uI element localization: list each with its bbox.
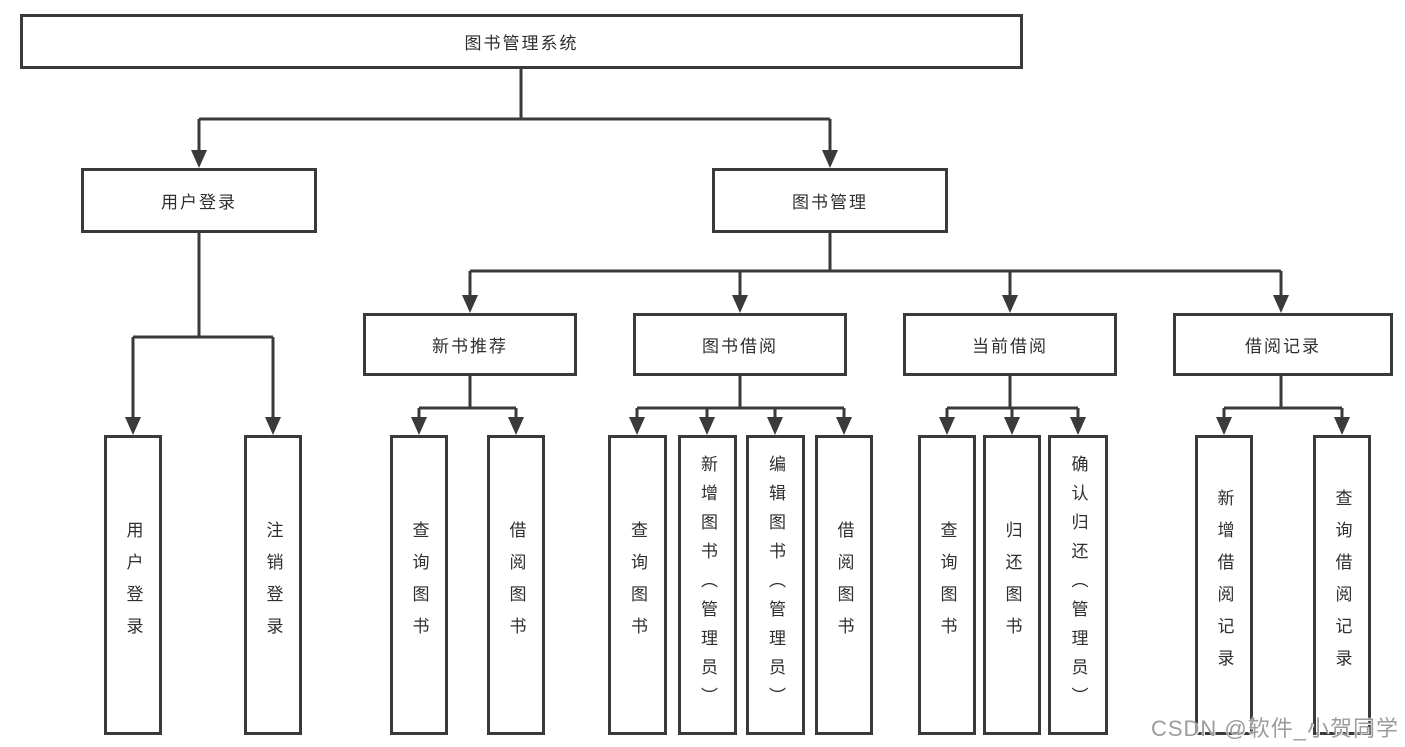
leaf-confirm-return-admin: 确认归还（管理员） — [1048, 435, 1108, 735]
leaf-add-books-admin: 新增图书（管理员） — [678, 435, 737, 735]
node-label: 图书管理系统 — [464, 34, 579, 53]
node-user-login: 用户登录 — [81, 168, 317, 233]
node-label: 当前借阅 — [972, 337, 1048, 356]
leaf-newbook-query-books: 查询图书 — [390, 435, 448, 735]
leaf-current-query-books: 查询图书 — [918, 435, 976, 735]
node-label: 图书管理 — [792, 193, 868, 212]
leaf-query-borrow-record: 查询借阅记录 — [1313, 435, 1371, 735]
leaf-label: 借阅图书 — [834, 521, 854, 649]
leaf-logout: 注销登录 — [244, 435, 302, 735]
node-book-borrowing: 图书借阅 — [633, 313, 847, 376]
leaf-return-books: 归还图书 — [983, 435, 1041, 735]
leaf-label: 用户登录 — [123, 521, 143, 649]
node-label: 新书推荐 — [432, 337, 508, 356]
node-book-management: 图书管理 — [712, 168, 948, 233]
node-library-management-system: 图书管理系统 — [20, 14, 1023, 69]
leaf-borrowing-borrow-books: 借阅图书 — [815, 435, 873, 735]
leaf-label: 查询图书 — [628, 521, 647, 649]
leaf-add-borrow-record: 新增借阅记录 — [1195, 435, 1253, 735]
leaf-label: 查询借阅记录 — [1332, 489, 1352, 681]
leaf-label: 确认归还（管理员） — [1068, 454, 1088, 716]
node-label: 图书借阅 — [702, 337, 778, 356]
leaf-borrowing-query-books: 查询图书 — [608, 435, 667, 735]
node-new-book-recommendation: 新书推荐 — [363, 313, 577, 376]
node-borrowing-records: 借阅记录 — [1173, 313, 1393, 376]
leaf-label: 归还图书 — [1002, 521, 1022, 649]
node-label: 借阅记录 — [1245, 337, 1321, 356]
leaf-label: 编辑图书（管理员） — [766, 454, 785, 716]
leaf-label: 借阅图书 — [506, 521, 526, 649]
leaf-label: 新增图书（管理员） — [698, 454, 717, 716]
leaf-newbook-borrow-books: 借阅图书 — [487, 435, 545, 735]
leaf-label: 新增借阅记录 — [1214, 489, 1234, 681]
csdn-watermark: CSDN @软件_小贺同学 — [1150, 716, 1399, 741]
node-label: 用户登录 — [161, 193, 237, 212]
leaf-edit-books-admin: 编辑图书（管理员） — [746, 435, 805, 735]
leaf-label: 查询图书 — [937, 521, 957, 649]
leaf-label: 查询图书 — [409, 521, 429, 649]
leaf-user-login: 用户登录 — [104, 435, 162, 735]
node-current-borrowing: 当前借阅 — [903, 313, 1117, 376]
leaf-label: 注销登录 — [263, 521, 283, 649]
